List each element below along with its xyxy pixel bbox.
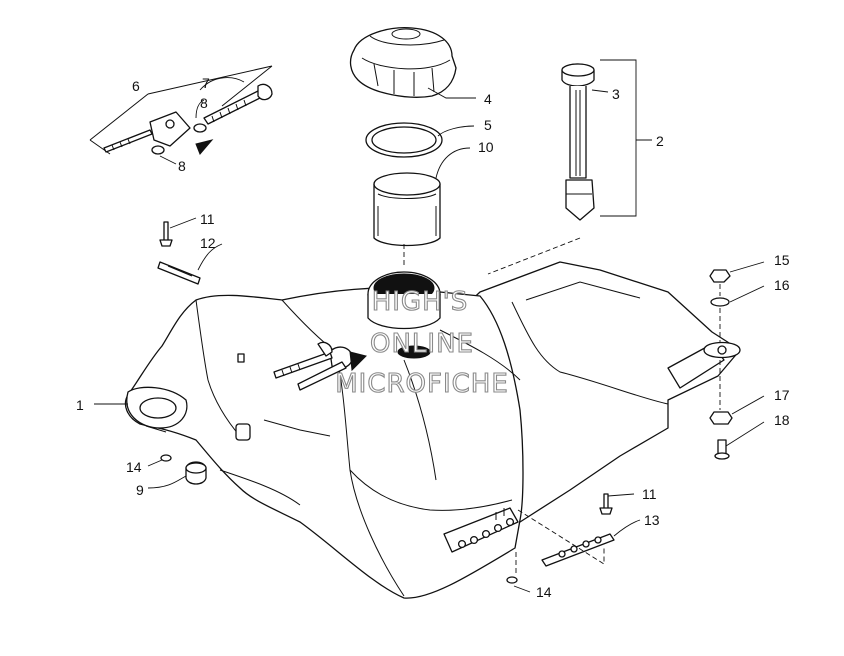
callout-5: 5: [484, 117, 492, 133]
leader-lines: [94, 59, 765, 593]
watermark: HIGH'S ONLINE MICROFICHE: [335, 286, 509, 399]
callout-11b: 11: [642, 486, 657, 502]
watermark-line-3: MICROFICHE: [335, 369, 509, 399]
callout-9: 9: [136, 482, 144, 498]
callout-10: 10: [478, 139, 494, 155]
rivet-upper: [159, 221, 173, 247]
watermark-line-1: HIGH'S: [372, 287, 469, 317]
callout-18: 18: [774, 412, 790, 428]
fuel-tank: [124, 261, 741, 599]
callout-8b: 8: [178, 158, 186, 174]
filler-sleeve: [373, 172, 441, 268]
callout-14a: 14: [126, 459, 142, 475]
grommet: [185, 461, 207, 485]
callout-15: 15: [774, 252, 790, 268]
callout-16: 16: [774, 277, 790, 293]
callout-13: 13: [644, 512, 660, 528]
callout-2: 2: [656, 133, 664, 149]
mounting-strip-lower: [541, 533, 615, 567]
fuel-level-sender: [561, 63, 595, 221]
callout-8a: 8: [200, 95, 208, 111]
tank-mount-bolts: [273, 341, 347, 391]
callout-1: 1: [76, 397, 84, 413]
hardware-kit: [89, 65, 273, 155]
callout-6: 6: [132, 78, 140, 94]
fuel-cap: [349, 27, 457, 98]
watermark-line-2: ONLINE: [370, 329, 474, 359]
callout-labels: 1 2 3 4 5 6 7 8 8 9 10 11 11 12 13 14 14…: [76, 75, 790, 600]
callout-14b: 14: [536, 584, 552, 600]
gasket-ring: [365, 122, 443, 158]
mounting-strip-upper: [157, 261, 201, 285]
callout-12: 12: [200, 235, 216, 251]
washer-left: [160, 454, 172, 462]
washer-bottom: [506, 576, 518, 584]
callout-4: 4: [484, 91, 492, 107]
callout-17: 17: [774, 387, 790, 403]
strap-hardware: [703, 269, 741, 460]
rivet-lower: [599, 493, 613, 515]
callout-3: 3: [612, 86, 620, 102]
callout-11a: 11: [200, 211, 215, 227]
callout-7: 7: [202, 75, 210, 91]
